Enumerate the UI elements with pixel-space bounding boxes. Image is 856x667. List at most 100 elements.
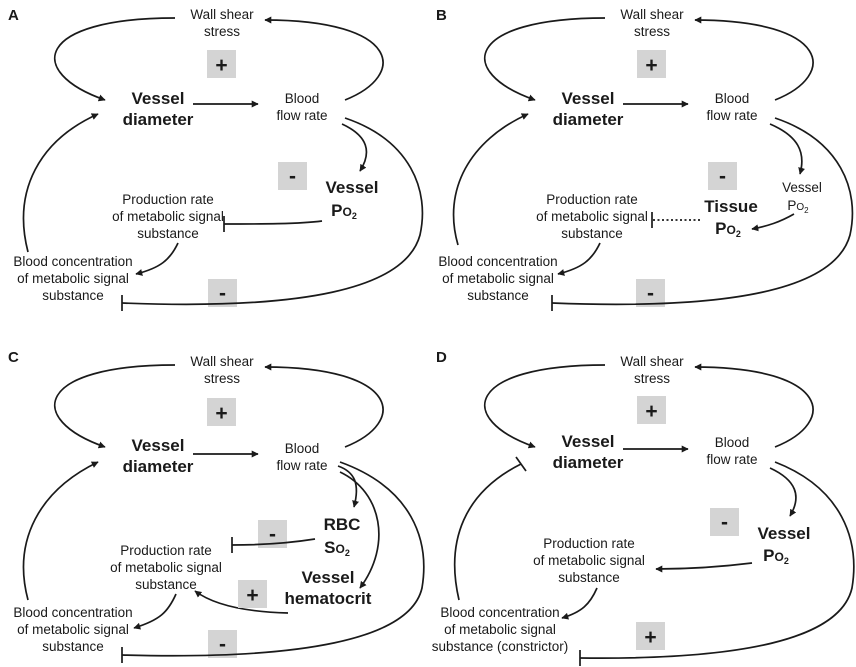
- blood-flow-label-2: flow rate: [706, 452, 757, 467]
- vessel-po2-value: PO2: [787, 198, 809, 215]
- vessel-diameter-label-2: diameter: [123, 110, 194, 129]
- blood-concentration-label-3: substance: [467, 288, 529, 303]
- flow-to-po2-arrow: [341, 123, 368, 172]
- flow-inhibits-concentration: [121, 117, 424, 306]
- wall-shear-label-2: stress: [204, 371, 240, 386]
- flow-inhibits-concentration: [121, 461, 425, 657]
- blood-flow-label-2: flow rate: [706, 108, 757, 123]
- blood-flow-label-2: flow rate: [276, 458, 327, 473]
- flow-inhibits-concentration: [579, 461, 855, 659]
- production-rate-label-2: of metabolic signal: [533, 553, 645, 568]
- shear-right-arc: [264, 16, 384, 101]
- shear-right-arc: [694, 363, 814, 448]
- blood-concentration-label-2: of metabolic signal: [17, 622, 129, 637]
- shear-left-arc: [53, 364, 176, 449]
- blood-concentration-label-3: substance: [42, 288, 104, 303]
- production-to-concentration-arrow: [561, 587, 598, 620]
- production-rate-label: Production rate: [120, 543, 212, 558]
- sign-box-mid: [708, 162, 737, 190]
- flow-to-vessel-po2-arrow: [769, 123, 806, 175]
- wall-shear-label-2: stress: [634, 24, 670, 39]
- blood-concentration-label: Blood concentration: [13, 254, 132, 269]
- production-to-concentration-arrow: [557, 242, 601, 276]
- production-rate-label-3: substance: [558, 570, 620, 585]
- vessel-diameter-label: Vessel: [562, 89, 615, 108]
- concentration-to-diameter-arrow: [22, 461, 99, 601]
- shear-left-arc: [483, 17, 606, 102]
- blood-concentration-label: Blood concentration: [440, 605, 559, 620]
- vessel-diameter-label-2: diameter: [553, 110, 624, 129]
- panel-label: A: [8, 7, 19, 24]
- wall-shear-label: Wall shear: [190, 354, 254, 369]
- production-rate-label: Production rate: [546, 192, 638, 207]
- wall-shear-label: Wall shear: [620, 354, 684, 369]
- flow-inhibits-concentration: [551, 117, 854, 306]
- sign-mid: -: [719, 165, 726, 188]
- production-to-concentration-arrow: [135, 242, 179, 276]
- wall-shear-label-2: stress: [204, 24, 240, 39]
- production-rate-label: Production rate: [543, 536, 635, 551]
- blood-flow-label-2: flow rate: [276, 108, 327, 123]
- wall-shear-label: Wall shear: [620, 7, 684, 22]
- sign-box-hct: [238, 580, 267, 608]
- shear-left-arc: [483, 364, 606, 449]
- sign-box-top: [637, 396, 666, 424]
- vessel-po2-value: PO2: [763, 546, 789, 566]
- flow-to-po2-arrow: [769, 467, 797, 517]
- blood-concentration-label: Blood concentration: [438, 254, 557, 269]
- sign-hct: +: [246, 584, 258, 607]
- sign-bottom: -: [647, 282, 654, 305]
- sign-mid: -: [289, 165, 296, 188]
- shear-right-arc: [264, 363, 384, 448]
- vessel-hematocrit-label-2: hematocrit: [285, 589, 372, 608]
- concentration-to-diameter-arrow: [452, 113, 529, 246]
- po2-to-production-arrow: [655, 562, 753, 573]
- vessel-po2-label: Vessel: [326, 178, 379, 197]
- sign-mid: -: [269, 523, 276, 546]
- panel-d: D Wall shear stress + Vessel diameter Bl…: [432, 349, 855, 666]
- panel-label: B: [436, 7, 447, 24]
- production-rate-label-2: of metabolic signal: [110, 560, 222, 575]
- sign-box-top: [207, 398, 236, 426]
- panel-c: C Wall shear stress + Vessel diameter Bl…: [8, 349, 425, 663]
- po2-inhibits-production: [223, 220, 323, 225]
- blood-concentration-label-2: of metabolic signal: [444, 622, 556, 637]
- blood-flow-label: Blood: [715, 435, 750, 450]
- vessel-diameter-label: Vessel: [132, 89, 185, 108]
- blood-flow-label: Blood: [285, 441, 320, 456]
- tissue-po2-label: Tissue: [704, 197, 758, 216]
- rbc-so2-inhibits-production: [231, 538, 316, 546]
- blood-flow-label: Blood: [285, 91, 320, 106]
- vessel-po2-label: Vessel: [782, 180, 822, 195]
- blood-concentration-label-3: substance: [42, 639, 104, 654]
- concentration-to-diameter-arrow: [22, 113, 99, 253]
- sign-box-bottom: [208, 279, 237, 307]
- sign-box-top: [637, 50, 666, 78]
- production-rate-label-2: of metabolic signal: [536, 209, 648, 224]
- sign-box-bottom: [636, 622, 665, 650]
- wall-shear-label: Wall shear: [190, 7, 254, 22]
- sign-box-bottom: [208, 630, 237, 658]
- tissue-po2-value: PO2: [715, 219, 741, 239]
- flow-to-hematocrit-arrow: [339, 471, 380, 589]
- production-rate-label-3: substance: [135, 577, 197, 592]
- hematocrit-to-production-arrow: [194, 590, 289, 614]
- vessel-po2-value: PO2: [331, 201, 357, 221]
- sign-bottom: -: [219, 633, 226, 656]
- panel-label: D: [436, 349, 447, 366]
- concentration-inhibits-diameter: [453, 463, 522, 601]
- vessel-po2-label: Vessel: [758, 524, 811, 543]
- production-rate-label-3: substance: [561, 226, 623, 241]
- wall-shear-label-2: stress: [634, 371, 670, 386]
- production-to-concentration-arrow: [133, 593, 177, 630]
- sign-top: +: [645, 400, 657, 423]
- production-rate-label-3: substance: [137, 226, 199, 241]
- panel-b: B Wall shear stress + Vessel diameter Bl…: [436, 7, 854, 311]
- vessel-to-tissue-po2-arrow: [751, 213, 795, 232]
- vessel-hematocrit-label: Vessel: [302, 568, 355, 587]
- flow-to-rbc-so2-arrow: [337, 465, 359, 508]
- rbc-so2-value: SO2: [324, 538, 350, 558]
- blood-flow-label: Blood: [715, 91, 750, 106]
- blood-concentration-label-2: of metabolic signal: [17, 271, 129, 286]
- vessel-diameter-label-2: diameter: [123, 457, 194, 476]
